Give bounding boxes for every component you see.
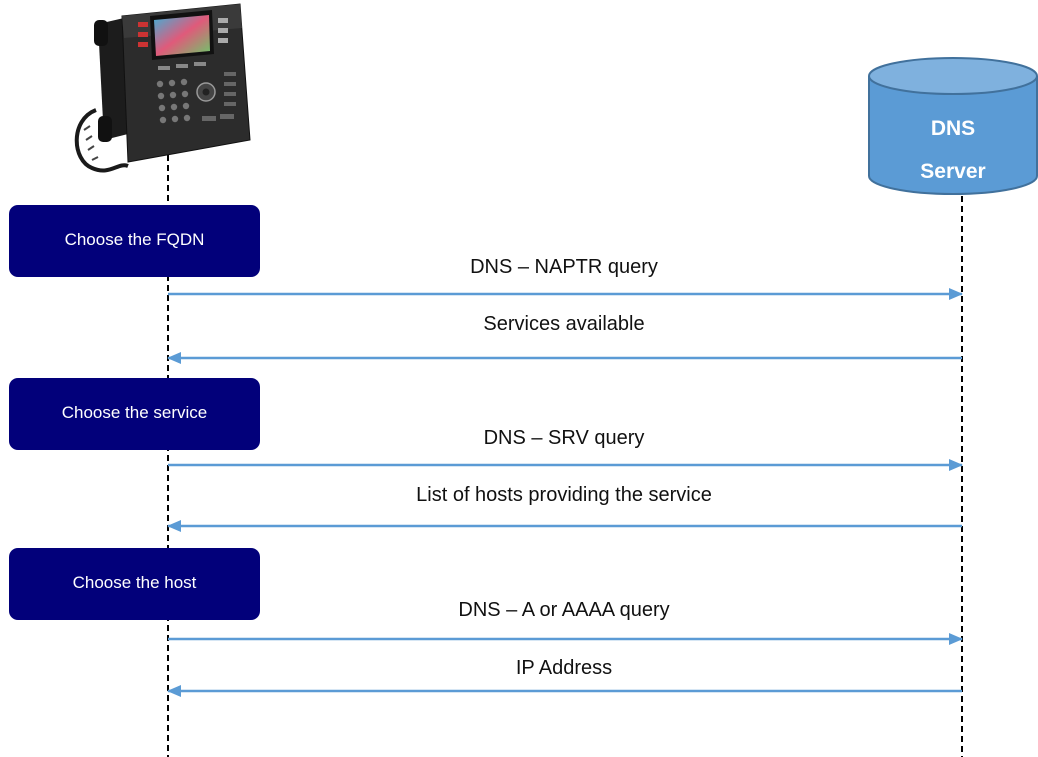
message-label-list-of-hosts: List of hosts providing the service: [416, 484, 712, 506]
message-label-a-aaaa-query: DNS – A or AAAA query: [458, 599, 670, 621]
dns-server-label-line2: Server: [920, 160, 986, 183]
dns-server-cylinder-icon: [868, 57, 1038, 195]
message-label-services-available: Services available: [483, 313, 645, 335]
step-choose-service: Choose the service: [9, 378, 260, 450]
message-label-ip-address: IP Address: [515, 657, 613, 679]
message-label-naptr-query: DNS – NAPTR query: [470, 256, 658, 278]
step-choose-fqdn: Choose the FQDN: [9, 205, 260, 277]
ip-phone-icon: [74, 3, 251, 173]
dns-server-label-line1: DNS: [930, 117, 976, 140]
message-label-srv-query: DNS – SRV query: [483, 427, 645, 449]
step-choose-host: Choose the host: [9, 548, 260, 620]
